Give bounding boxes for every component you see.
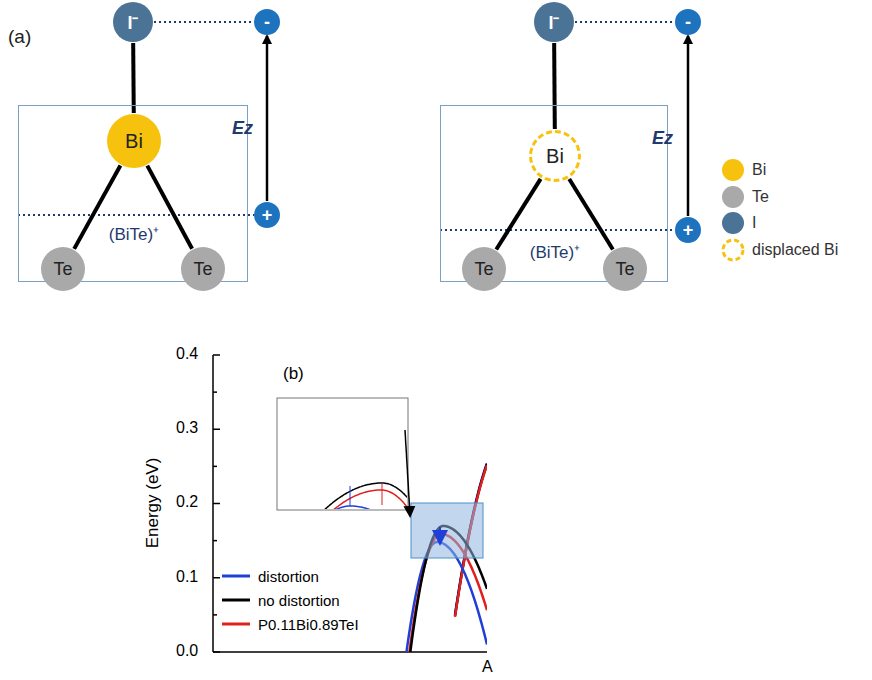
field-arrow bbox=[687, 36, 690, 216]
panel-label: (a) bbox=[8, 26, 31, 48]
legend-line bbox=[222, 575, 250, 578]
displaced-bismuth: Bi bbox=[529, 130, 581, 182]
node-text: I⁻ bbox=[127, 10, 138, 34]
node-text: (BiTe)⁺ bbox=[530, 240, 580, 263]
tick-label: 0.1 bbox=[176, 568, 198, 586]
bond-line bbox=[131, 43, 136, 113]
legend-line bbox=[222, 623, 250, 626]
legend-text: Bi bbox=[752, 161, 766, 179]
field-arrow bbox=[266, 36, 269, 201]
zoom-box bbox=[411, 503, 483, 558]
legend-text: distortion bbox=[258, 568, 319, 585]
node-text: + bbox=[683, 220, 694, 241]
node-text: + bbox=[262, 205, 273, 226]
negative-charge: - bbox=[254, 9, 280, 35]
plot-axes bbox=[213, 355, 487, 652]
bond-line bbox=[496, 179, 540, 250]
axis-ticks bbox=[213, 355, 220, 652]
field-label: Ez bbox=[652, 128, 673, 149]
node-text: Te bbox=[474, 259, 493, 280]
dotted-plane bbox=[440, 229, 675, 231]
axis-title: A bbox=[482, 658, 493, 676]
legend-text: P0.11Bi0.89TeI bbox=[258, 616, 359, 633]
zoom-arrow bbox=[405, 430, 410, 515]
node-text: - bbox=[264, 12, 270, 33]
iodine-atom: I⁻ bbox=[534, 2, 574, 42]
node-text: - bbox=[685, 12, 691, 33]
dotted-plane bbox=[18, 214, 254, 216]
field-label: Ez bbox=[232, 118, 253, 139]
inset-curves bbox=[278, 483, 407, 509]
inset-frame bbox=[277, 398, 408, 510]
tick-label: 0.2 bbox=[176, 493, 198, 511]
legend-swatch bbox=[722, 159, 744, 181]
legend-text: no distortion bbox=[258, 592, 340, 609]
legend-text: displaced Bi bbox=[752, 241, 838, 259]
tellurium-atom: Te bbox=[462, 247, 506, 291]
tick-label: 0.4 bbox=[176, 345, 198, 363]
legend-text: I bbox=[752, 214, 756, 232]
shift-arrow bbox=[439, 527, 441, 538]
node-text: I⁻ bbox=[548, 10, 559, 34]
positive-charge: + bbox=[675, 217, 701, 243]
positive-charge: + bbox=[254, 202, 280, 228]
tellurium-atom: Te bbox=[181, 247, 225, 291]
legend-line bbox=[222, 599, 250, 602]
axis-title: Energy (eV) bbox=[143, 458, 163, 549]
node-text: Te bbox=[193, 259, 212, 280]
tick-label: 0.3 bbox=[176, 419, 198, 437]
node-text: Bi bbox=[125, 130, 143, 153]
bite-layer-box: (BiTe)⁺ BiTe Te bbox=[18, 105, 248, 282]
node-text: Te bbox=[615, 259, 634, 280]
tick-label: 0.0 bbox=[176, 642, 198, 660]
legend-text: Te bbox=[752, 188, 769, 206]
dotted-guide bbox=[154, 21, 253, 23]
tellurium-atom: Te bbox=[603, 247, 647, 291]
bite-layer-box: (BiTe)⁺ BiTe Te bbox=[440, 105, 668, 282]
node-text: Te bbox=[53, 259, 72, 280]
panel-label: (b) bbox=[283, 364, 304, 384]
dotted-guide bbox=[575, 21, 674, 23]
legend-dashed-circle bbox=[723, 240, 743, 260]
negative-charge: - bbox=[675, 9, 701, 35]
bond-line bbox=[552, 43, 557, 129]
node-text: (BiTe)⁺ bbox=[109, 222, 159, 245]
bond-line bbox=[569, 179, 613, 249]
legend-swatch bbox=[722, 212, 744, 234]
node-text: Bi bbox=[546, 145, 564, 168]
bismuth-atom: Bi bbox=[107, 114, 161, 168]
iodine-atom: I⁻ bbox=[113, 2, 153, 42]
tellurium-atom: Te bbox=[41, 247, 85, 291]
legend-swatch bbox=[722, 186, 744, 208]
